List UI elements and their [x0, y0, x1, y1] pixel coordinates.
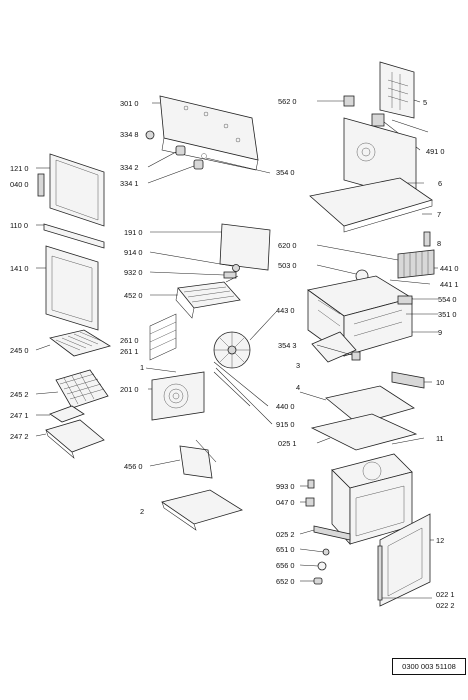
- grid-shelf-part: [55, 369, 109, 409]
- knob-parts: [145, 130, 207, 170]
- label-9: 9: [438, 328, 442, 337]
- label-2010: 201 0: [120, 385, 139, 394]
- label-2452: 245 2: [10, 390, 29, 399]
- label-6520: 652 0: [276, 577, 295, 586]
- label-0251: 025 1: [278, 439, 297, 448]
- diagram-reference-code: 0300 003 51108: [392, 658, 466, 675]
- label-2: 2: [140, 507, 144, 516]
- label-10: 10: [436, 378, 444, 387]
- label-3: 3: [296, 361, 300, 370]
- label-3010: 301 0: [120, 99, 139, 108]
- label-2450: 245 0: [10, 346, 29, 355]
- label-9150: 915 0: [276, 420, 295, 429]
- label-4430: 443 0: [276, 306, 295, 315]
- label-12: 12: [436, 536, 444, 545]
- label-9140: 914 0: [124, 248, 143, 257]
- lamp-parts: [313, 548, 330, 585]
- fan-motor-part: [355, 249, 435, 283]
- door-profile-part: [43, 223, 105, 249]
- label-5030: 503 0: [278, 261, 297, 270]
- label-0470: 047 0: [276, 498, 295, 507]
- label-5: 5: [423, 98, 427, 107]
- label-4410: 441 0: [440, 264, 459, 273]
- label-6200: 620 0: [278, 241, 297, 250]
- baking-sheet-part: [161, 489, 243, 531]
- outer-door-glass-part: [49, 153, 105, 227]
- label-0252: 025 2: [276, 530, 295, 539]
- label-6: 6: [438, 179, 442, 188]
- label-4560: 456 0: [124, 462, 143, 471]
- label-0400: 040 0: [10, 180, 29, 189]
- label-4910: 491 0: [426, 147, 445, 156]
- label-5540: 554 0: [438, 295, 457, 304]
- label-3341: 334 1: [120, 179, 139, 188]
- label-7: 7: [437, 210, 441, 219]
- label-1910: 191 0: [124, 228, 143, 237]
- label-3348: 334 8: [120, 130, 139, 139]
- label-3510: 351 0: [438, 310, 457, 319]
- label-0222: 022 2: [436, 601, 455, 610]
- label-1100: 110 0: [10, 221, 28, 230]
- label-9320: 932 0: [124, 268, 143, 277]
- vent-strip-part: [391, 371, 425, 389]
- label-3540: 354 0: [276, 168, 295, 177]
- label-4: 4: [296, 383, 300, 392]
- side-panel-part: [377, 513, 431, 607]
- wire-shelf-part: [49, 329, 111, 357]
- control-panel-part: [159, 95, 259, 171]
- label-3543: 354 3: [278, 341, 297, 350]
- label-0221: 022 1: [436, 590, 455, 599]
- back-cover-part: [379, 61, 415, 119]
- fan-impeller-part: [213, 331, 251, 369]
- label-1210: 121 0: [10, 164, 29, 173]
- label-4400: 440 0: [276, 402, 295, 411]
- label-1410: 141 0: [10, 264, 29, 273]
- label-4520: 452 0: [124, 291, 143, 300]
- rotisserie-part: [179, 439, 217, 479]
- label-4411: 441 1: [440, 280, 459, 289]
- label-9930: 993 0: [276, 482, 295, 491]
- corner-plate-part: [311, 331, 361, 363]
- side-rack-part: [149, 313, 177, 361]
- fan-cover-part: [151, 371, 205, 421]
- label-2610: 261 0: [120, 336, 139, 345]
- label-8: 8: [437, 239, 441, 248]
- label-2472: 247 2: [10, 432, 29, 441]
- lamp-glass-part: [219, 223, 271, 271]
- label-2611: 261 1: [120, 347, 139, 356]
- bottom-plate-part: [310, 385, 418, 451]
- top-plate-part: [309, 177, 433, 233]
- grill-element-part: [175, 275, 241, 319]
- label-5620: 562 0: [278, 97, 297, 106]
- label-6560: 656 0: [276, 561, 295, 570]
- label-2471: 247 1: [10, 411, 29, 420]
- inner-door-glass-part: [45, 245, 99, 331]
- drip-tray-part: [45, 405, 105, 459]
- label-1: 1: [140, 363, 144, 372]
- label-6510: 651 0: [276, 545, 295, 554]
- label-3342: 334 2: [120, 163, 139, 172]
- label-11: 11: [436, 434, 444, 443]
- oven-cavity-part: [331, 453, 413, 546]
